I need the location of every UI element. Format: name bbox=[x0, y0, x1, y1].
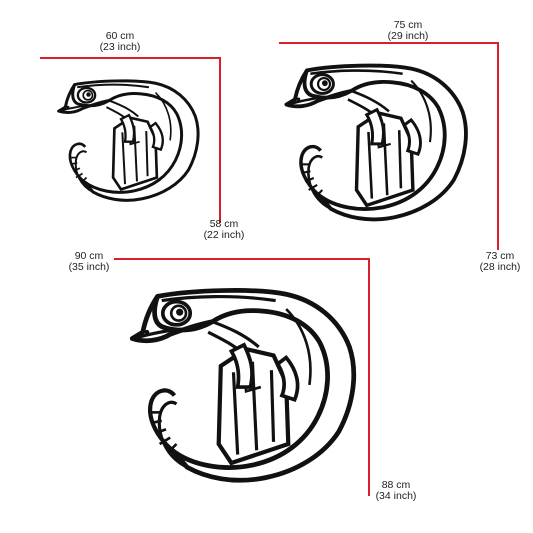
large-width-label: 90 cm (35 inch) bbox=[68, 250, 110, 273]
medium-chameleon-icon bbox=[284, 63, 468, 222]
medium-width-line bbox=[279, 42, 499, 44]
small-height-line bbox=[219, 57, 221, 223]
medium-height-line bbox=[497, 42, 499, 250]
small-width-label: 60 cm (23 inch) bbox=[99, 30, 141, 53]
large-chameleon-icon bbox=[128, 270, 360, 502]
small-chameleon-icon bbox=[57, 79, 200, 202]
medium-width-label: 75 cm (29 inch) bbox=[387, 19, 429, 42]
large-height-line bbox=[368, 258, 370, 496]
medium-height-label: 73 cm (28 inch) bbox=[479, 250, 521, 273]
large-width-line bbox=[114, 258, 370, 260]
small-height-label: 58 cm (22 inch) bbox=[203, 218, 245, 241]
small-width-line bbox=[40, 57, 221, 59]
large-height-label: 88 cm (34 inch) bbox=[375, 479, 417, 502]
